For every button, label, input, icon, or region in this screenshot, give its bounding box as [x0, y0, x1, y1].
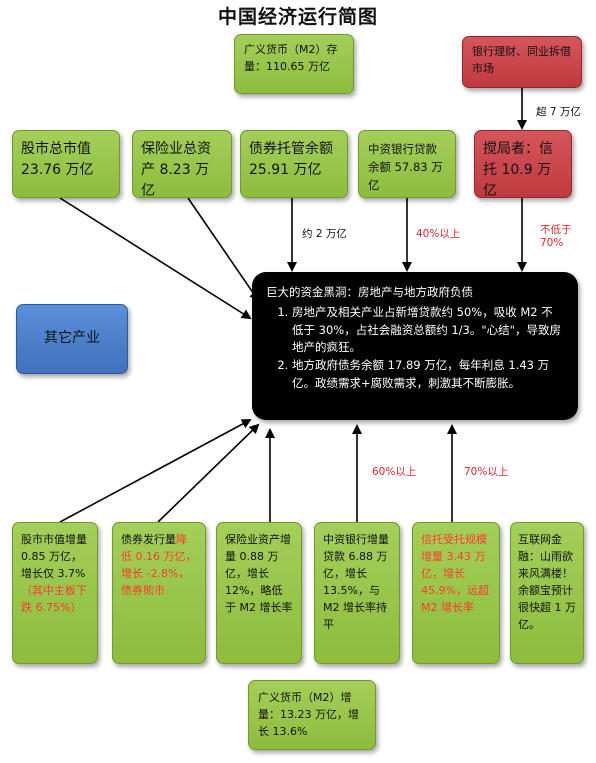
label-40pct: 40%以上: [416, 228, 461, 240]
center-heading: 巨大的资金黑洞：房地产与地方政府负债: [266, 285, 473, 299]
m2-inc-text: 广义货币（M2）增量：13.23 万亿，增长 13.6%: [258, 691, 359, 739]
bond-issue-red-text: 降低 0.16 万亿，增长 -2.8%，债券熊市: [121, 533, 197, 598]
insurance-box: 保险业总资产 8.23 万亿: [132, 130, 232, 199]
trust-inc-box: 信托受托规模增量 3.43 万亿，增长 45.9%，远超 M2 增长率: [412, 522, 500, 664]
stock-inc-text: 股市市值增量 0.85 万亿，增长仅 3.7%: [21, 533, 87, 581]
bank-wm-text: 银行理财、同业拆借市场: [472, 45, 571, 76]
ins-inc-box: 保险业资产增量 0.88 万亿，增长 12%，略低于 M2 增长率: [216, 522, 302, 664]
center-list: 房地产及相关产业占新增贷款约 50%，吸收 M2 不低于 30%，占社会融资总额…: [266, 304, 564, 393]
bond-box: 债券托管余额 25.91 万亿: [240, 130, 348, 198]
bond-issue-box: 债券发行量降低 0.16 万亿，增长 -2.8%，债券熊市: [112, 522, 206, 664]
bank-wm-box: 银行理财、同业拆借市场: [462, 36, 582, 88]
ins-inc-text: 保险业资产增量 0.88 万亿，增长 12%，略低于 M2 增长率: [225, 533, 293, 615]
loan-inc-box: 中资银行增量贷款 6.88 万亿，增长 13.5%，与 M2 增长率持平: [314, 522, 400, 664]
loan-box: 中资银行贷款余额 57.83 万亿: [358, 130, 456, 198]
other-industry-text: 其它产业: [44, 330, 100, 347]
insurance-text: 保险业总资产 8.23 万亿: [141, 141, 211, 199]
loan-inc-text: 中资银行增量贷款 6.88 万亿，增长 13.5%，与 M2 增长率持平: [323, 533, 389, 632]
center-item-2: 地方政府债务余额 17.89 万亿，每年利息 1.43 万亿。政绩需求+腐败需求…: [292, 357, 564, 393]
m2-inc-box: 广义货币（M2）增量：13.23 万亿，增长 13.6%: [248, 680, 376, 750]
loan-text: 中资银行贷款余额 57.83 万亿: [368, 142, 443, 192]
m2-stock-text: 广义货币（M2）存量：110.65 万亿: [244, 43, 338, 74]
center-item-1: 房地产及相关产业占新增贷款约 50%，吸收 M2 不低于 30%，占社会融资总额…: [292, 304, 564, 357]
bond-issue-text: 债券发行量: [121, 533, 176, 546]
m2-stock-box: 广义货币（M2）存量：110.65 万亿: [234, 34, 354, 94]
bond-text: 债券托管余额 25.91 万亿: [249, 141, 333, 178]
label-60pct: 60%以上: [372, 466, 417, 478]
other-industry-box: 其它产业: [16, 304, 128, 374]
trust-box: 搅局者：信托 10.9 万亿: [474, 130, 572, 199]
stock-mv-box: 股市总市值 23.76 万亿: [12, 130, 120, 198]
label-70pct: 70%以上: [464, 466, 509, 478]
internet-finance-text: 互联网金融：山雨欲来风满楼！余额宝预计很快超 1 万亿。: [518, 533, 576, 632]
label-approx-2: 约 2 万亿: [302, 228, 347, 240]
arrow-stock-to-center: [59, 197, 252, 320]
internet-finance-box: 互联网金融：山雨欲来风满楼！余额宝预计很快超 1 万亿。: [510, 522, 584, 664]
label-not-less-70: 不低于 70%: [540, 224, 572, 249]
page-title: 中国经济运行简图: [217, 6, 378, 28]
trust-inc-text: 信托受托规模增量 3.43 万亿，增长 45.9%，远超 M2 增长率: [421, 533, 489, 615]
stock-mv-text: 股市总市值 23.76 万亿: [21, 141, 94, 178]
trust-text: 搅局者：信托 10.9 万亿: [483, 141, 553, 199]
arrow-bondissue-to-center: [157, 423, 260, 523]
center-blackhole-box: 巨大的资金黑洞：房地产与地方政府负债 房地产及相关产业占新增贷款约 50%，吸收…: [252, 272, 578, 420]
arrow-stockinc-to-center: [59, 419, 252, 523]
stock-inc-red-text: （其中主板下跌 6.75%）: [21, 584, 87, 615]
label-over-7: 超 7 万亿: [536, 106, 581, 118]
arrow-insurance-to-center: [187, 197, 260, 302]
stock-inc-box: 股市市值增量 0.85 万亿，增长仅 3.7%（其中主板下跌 6.75%）: [12, 522, 98, 664]
